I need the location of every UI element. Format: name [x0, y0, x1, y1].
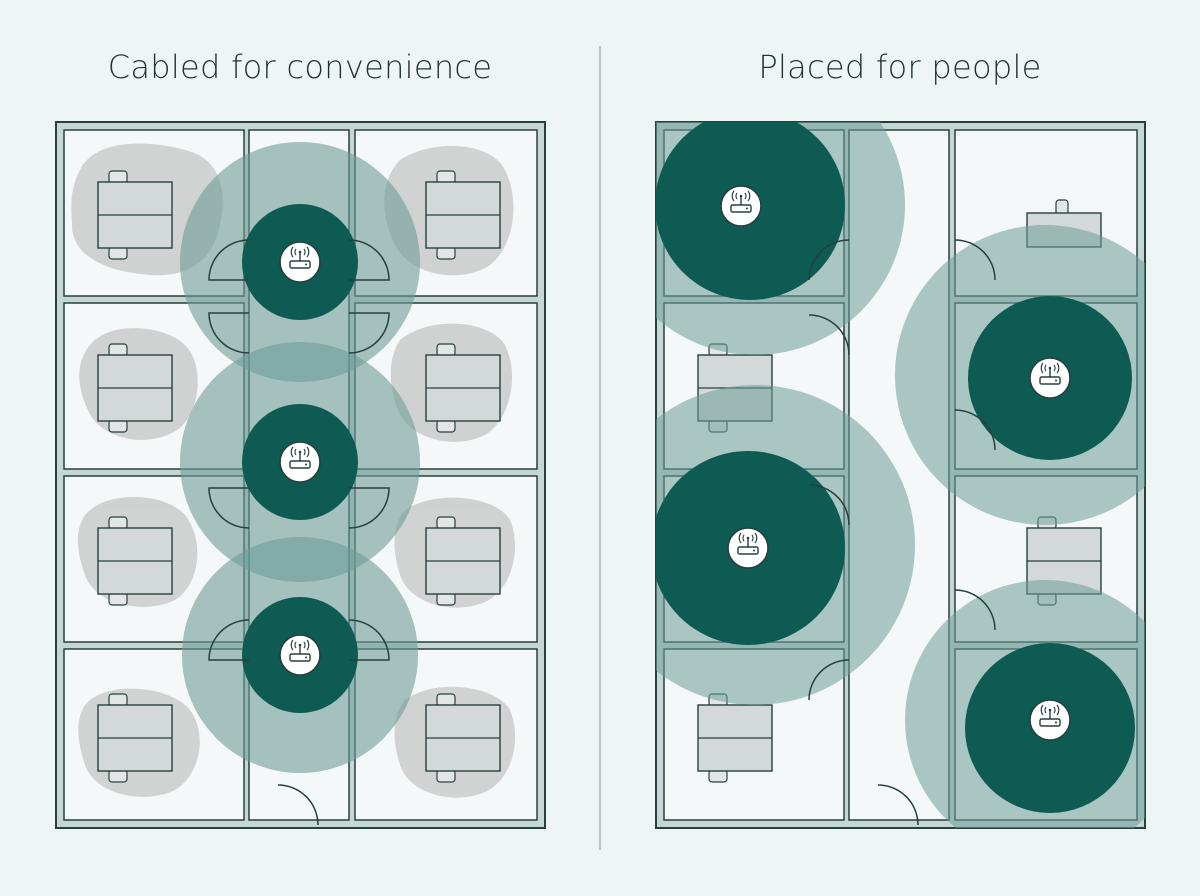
door-swing: [208, 619, 250, 661]
right-panel-title: Placed for people: [758, 48, 1042, 86]
door-swing: [808, 659, 850, 701]
desk-icon: [425, 343, 501, 433]
door-swing: [954, 239, 996, 281]
door-swing: [954, 589, 996, 631]
wifi-router-icon: [720, 185, 762, 227]
entrance-door-swing: [277, 784, 319, 826]
desk-icon: [97, 693, 173, 783]
door-swing: [808, 484, 850, 526]
left-floorplan: [55, 121, 546, 829]
left-panel-title: Cabled for convenience: [107, 48, 493, 86]
desk-icon: [97, 170, 173, 260]
wifi-router-icon: [279, 441, 321, 483]
desk-icon: [425, 693, 501, 783]
door-swing: [808, 314, 850, 356]
door-swing: [348, 312, 390, 354]
right-doors: [808, 239, 996, 826]
left-doors: [208, 239, 390, 826]
wifi-router-icon: [1029, 699, 1071, 741]
desk-icon: [97, 516, 173, 606]
door-swing: [954, 409, 996, 451]
wifi-router-icon: [727, 527, 769, 569]
desk-icon: [425, 516, 501, 606]
door-swing: [208, 239, 250, 281]
door-swing: [348, 239, 390, 281]
wifi-router-icon: [1029, 357, 1071, 399]
desk-icon: [97, 343, 173, 433]
wifi-router-icon: [279, 241, 321, 283]
desk-icon: [425, 170, 501, 260]
door-swing: [208, 312, 250, 354]
door-swing: [208, 487, 250, 529]
wifi-router-icon: [279, 634, 321, 676]
door-swing: [348, 487, 390, 529]
door-swing: [808, 239, 850, 281]
door-swing: [348, 619, 390, 661]
desk-icon: [697, 693, 773, 783]
entrance-door-swing: [877, 784, 919, 826]
right-floorplan: [655, 121, 1146, 829]
